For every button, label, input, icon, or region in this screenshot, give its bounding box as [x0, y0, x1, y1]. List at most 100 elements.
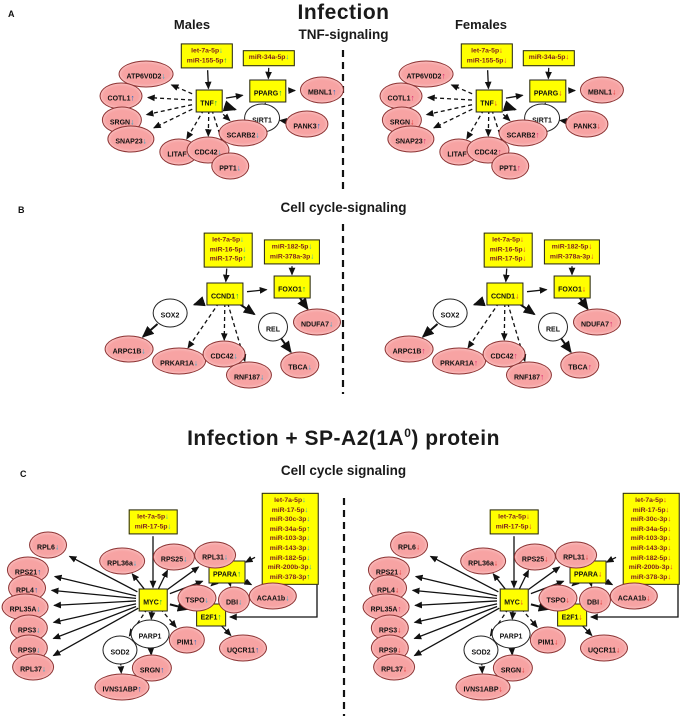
node-ivns1abp-male: IVNS1ABP↑ — [94, 673, 150, 701]
mir-label: miR-17-5p — [632, 506, 666, 514]
up-arrow-icon: ↑ — [609, 319, 614, 328]
down-arrow-icon: ↓ — [219, 45, 223, 55]
edge-myc-rpl37 — [52, 607, 139, 657]
down-arrow-icon: ↓ — [308, 241, 313, 251]
gene-label: SCARB2 — [226, 132, 256, 139]
down-arrow-icon: ↓ — [522, 244, 527, 254]
gene-label: RPL35A — [370, 606, 398, 613]
edge-sox2-arpc1b — [421, 323, 439, 338]
down-arrow-icon: ↓ — [667, 542, 672, 552]
subtitle-cell-cycle-signaling-2: Cell cycle signaling — [280, 463, 407, 478]
node-mbnl1-male: MBNL1↑ — [299, 76, 345, 104]
mir-label: miR-34a-5p — [630, 525, 668, 533]
gene-label: TBCA — [288, 364, 308, 371]
node-rpl37-male: RPL37↓ — [12, 653, 54, 681]
mir-label: miR-182-5p — [630, 554, 668, 562]
panel-label-b: B — [18, 205, 25, 215]
gene-label: MYC — [143, 599, 159, 606]
gene-label: RPS25 — [160, 556, 184, 563]
down-arrow-icon: ↓ — [397, 645, 402, 654]
mir-label: miR-200b-3p — [267, 563, 309, 571]
gene-label: UQCR11 — [226, 647, 256, 654]
down-arrow-icon: ↓ — [307, 362, 312, 371]
up-arrow-icon: ↑ — [535, 130, 540, 139]
edge-ccnd1-sox2 — [472, 296, 486, 307]
node-arpc1b-female: ARPC1B↑ — [384, 335, 434, 363]
down-arrow-icon: ↓ — [528, 521, 533, 530]
gene-label: RPS9 — [17, 647, 37, 654]
edge-myc-rpl35a — [414, 600, 498, 609]
up-arrow-icon: ↑ — [235, 291, 240, 300]
gene-label: PARP1 — [138, 633, 162, 640]
node-snap23-female: SNAP23↑ — [387, 125, 435, 153]
mir-label: miR-16-5p — [489, 246, 523, 254]
gene-label: CDC42 — [474, 149, 498, 156]
gene-label: SOX2 — [440, 312, 460, 319]
gene-label: TBCA — [568, 364, 588, 371]
up-arrow-icon: ↑ — [410, 93, 415, 102]
node-pparg-male: PPARG↑ — [249, 79, 287, 103]
down-arrow-icon: ↓ — [565, 595, 570, 604]
up-arrow-icon: ↑ — [37, 567, 42, 576]
down-arrow-icon: ↓ — [183, 554, 188, 563]
gene-label: IVNS1ABP — [463, 686, 499, 693]
gene-label: FOXO1 — [278, 286, 302, 293]
panel-label-c: C — [20, 469, 27, 479]
down-arrow-icon: ↓ — [223, 552, 228, 561]
gene-label: MBNL1 — [587, 89, 613, 96]
down-arrow-icon: ↓ — [588, 241, 593, 251]
gene-label: TNF — [200, 100, 214, 107]
down-arrow-icon: ↓ — [398, 567, 403, 576]
gene-label: PRKAR1A — [440, 360, 474, 367]
down-arrow-icon: ↓ — [597, 569, 602, 578]
gene-label: CDC42 — [194, 149, 218, 156]
gene-label: NDUFA7 — [300, 321, 330, 328]
node-cdc42-male: CDC42↓ — [186, 136, 230, 164]
down-arrow-icon: ↓ — [130, 117, 135, 126]
node-pim1-female: PIM1↓ — [529, 626, 567, 654]
node-foxo1-male: FOXO1↑ — [273, 275, 311, 299]
mir-label: let-7a-5p — [274, 496, 303, 504]
down-arrow-icon: ↓ — [665, 504, 670, 514]
mir-label: miR-155-5p — [186, 57, 224, 64]
down-arrow-icon: ↓ — [669, 561, 674, 571]
node-cdc42b-female: CDC42↑ — [482, 340, 526, 368]
node-tspo-female: TSPO↓ — [538, 584, 578, 612]
node-rpl35a-female: RPL35A↑ — [362, 593, 410, 621]
gene-label: TNF — [480, 100, 494, 107]
up-arrow-icon: ↑ — [236, 569, 241, 578]
edge-mircbig-ppara — [605, 556, 617, 563]
gene-label: COTL1 — [387, 95, 411, 102]
gene-label: CDC42 — [210, 353, 234, 360]
edge-mirb1-ccnd1 — [502, 268, 510, 283]
node-pparg-female: PPARG↓ — [529, 79, 567, 103]
gene-label: ARPC1B — [112, 348, 142, 355]
up-arrow-icon: ↑ — [301, 284, 306, 293]
subtitle-cell-cycle-signaling: Cell cycle-signaling — [280, 200, 407, 215]
down-arrow-icon: ↓ — [240, 234, 244, 244]
edge-myc-rpl4 — [411, 587, 498, 600]
up-arrow-icon: ↑ — [516, 163, 521, 172]
subtitle-tnf-signaling: TNF-signaling — [298, 27, 389, 42]
gene-label: DBI — [225, 599, 239, 606]
node-myc-female: MYC↓ — [499, 588, 529, 612]
down-arrow-icon: ↓ — [306, 542, 311, 552]
gene-label: E2F1 — [200, 614, 218, 621]
mir-label: miR-17-5p — [271, 506, 305, 514]
node-rpl37-female: RPL37↓ — [373, 653, 415, 681]
gene-label: RPL6 — [37, 544, 55, 551]
gene-label: RPL37 — [20, 666, 42, 673]
up-arrow-icon: ↑ — [422, 136, 427, 145]
down-arrow-icon: ↓ — [302, 494, 306, 504]
mir-label: miR-34a-5p — [248, 54, 286, 62]
down-arrow-icon: ↓ — [238, 597, 243, 606]
edge-tnf-srgn — [145, 104, 193, 117]
down-arrow-icon: ↓ — [193, 358, 198, 367]
gene-label: MBNL1 — [307, 89, 333, 96]
up-arrow-icon: ↑ — [160, 665, 165, 674]
mir-label: miR-182-5p — [269, 554, 307, 562]
mir-label: let-7a-5p — [471, 47, 500, 55]
gene-label: RPL4 — [377, 587, 395, 594]
gene-label: RPL35A — [9, 606, 37, 613]
